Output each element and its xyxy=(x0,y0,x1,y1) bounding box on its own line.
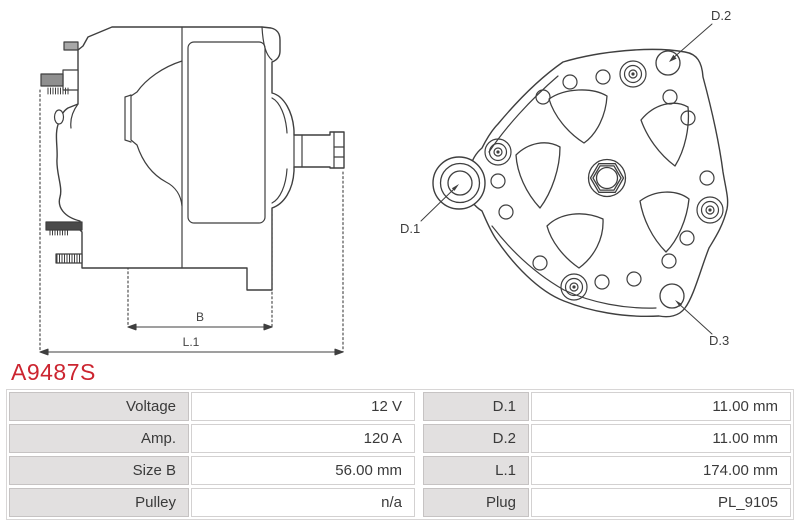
leader-d1: D.1 xyxy=(400,184,459,236)
table-row: Pulley n/a Plug PL_9105 xyxy=(9,488,791,517)
column-gap xyxy=(417,392,421,421)
side-view-drawing: B L.1 xyxy=(39,26,345,356)
leader-d3: D.3 xyxy=(675,300,729,348)
ear-knob xyxy=(53,109,65,125)
spec-value-cell: 11.00 mm xyxy=(531,424,791,453)
dimension-b-label: B xyxy=(196,310,204,324)
spec-label-cell: Voltage xyxy=(9,392,189,421)
spec-value-cell: 120 A xyxy=(191,424,415,453)
dimension-l1: L.1 xyxy=(39,335,344,356)
spec-value-cell: 11.00 mm xyxy=(531,392,791,421)
column-gap xyxy=(417,424,421,453)
vent-cutouts xyxy=(515,89,690,269)
dimension-b: B xyxy=(127,310,273,331)
flange-cap xyxy=(45,221,83,231)
spec-table: Voltage 12 V D.1 11.00 mm Amp. 120 A D.2… xyxy=(6,389,794,520)
bolt-holes xyxy=(490,69,715,290)
spec-value-cell: PL_9105 xyxy=(531,488,791,517)
hole-d3 xyxy=(659,283,685,309)
spec-label-cell: L.1 xyxy=(423,456,529,485)
shaft-nut xyxy=(587,158,627,198)
spec-value-cell: 174.00 mm xyxy=(531,456,791,485)
stud-boss xyxy=(62,69,79,91)
spec-label-cell: D.1 xyxy=(423,392,529,421)
spec-label-cell: Pulley xyxy=(9,488,189,517)
thread-hatch-mid xyxy=(49,229,68,236)
body-internal-lines xyxy=(70,26,345,269)
spec-value-cell: 12 V xyxy=(191,392,415,421)
dimension-l1-label: L.1 xyxy=(183,335,200,349)
hole-d2 xyxy=(655,50,681,76)
column-gap xyxy=(417,488,421,517)
spec-label-cell: Size B xyxy=(9,456,189,485)
table-row: Amp. 120 A D.2 11.00 mm xyxy=(9,424,791,453)
bushings xyxy=(484,60,724,301)
stud-top xyxy=(63,41,79,51)
leader-d2: D.2 xyxy=(669,8,731,62)
column-gap xyxy=(417,456,421,485)
alternator-body-outline xyxy=(55,26,345,291)
thread-hatch-top xyxy=(47,87,69,95)
spec-label-cell: Amp. xyxy=(9,424,189,453)
part-number-title: A9487S xyxy=(11,359,96,385)
table-row: Size B 56.00 mm L.1 174.00 mm xyxy=(9,456,791,485)
mounting-studs xyxy=(40,41,83,264)
d2-label: D.2 xyxy=(711,8,731,23)
spec-label-cell: D.2 xyxy=(423,424,529,453)
thread-hatch-bottom xyxy=(56,253,80,264)
front-view-drawing: D.2 D.1 D.3 xyxy=(400,8,731,348)
spec-label-cell: Plug xyxy=(423,488,529,517)
table-row: Voltage 12 V D.1 11.00 mm xyxy=(9,392,791,421)
spec-value-cell: n/a xyxy=(191,488,415,517)
spec-value-cell: 56.00 mm xyxy=(191,456,415,485)
technical-drawing: B L.1 xyxy=(39,8,731,356)
stud-threaded xyxy=(40,73,64,87)
d3-label: D.3 xyxy=(709,333,729,348)
d1-label: D.1 xyxy=(400,221,420,236)
